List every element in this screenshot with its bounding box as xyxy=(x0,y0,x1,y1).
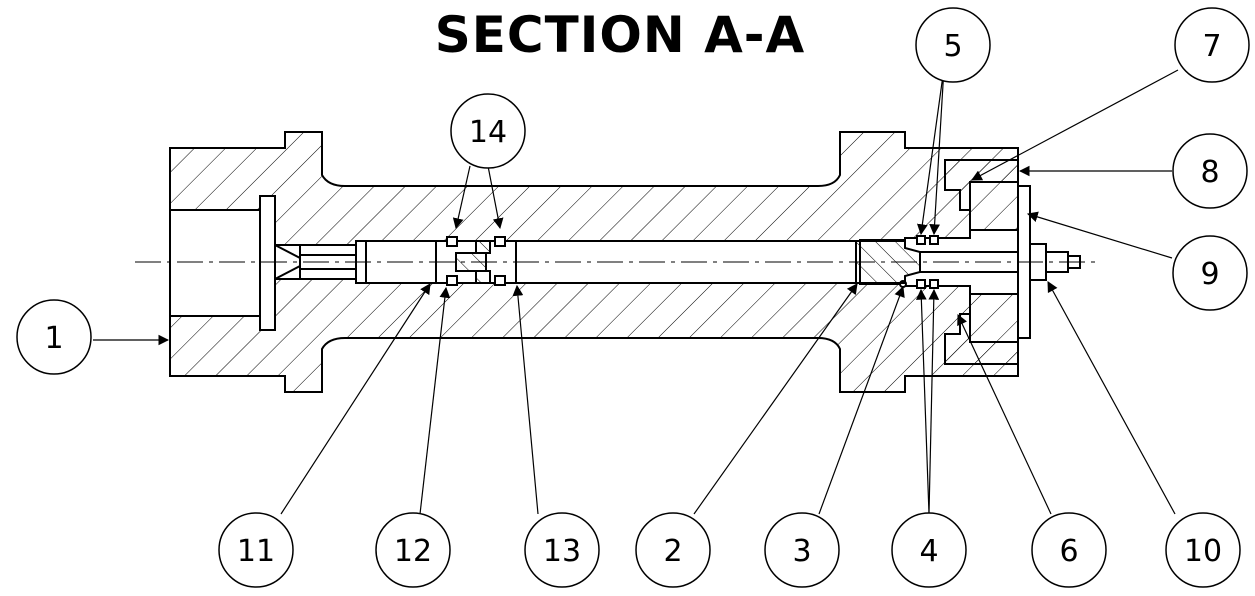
balloon-5-label: 5 xyxy=(943,29,962,64)
balloon-7: 7 xyxy=(1174,7,1250,83)
balloon-14-label: 14 xyxy=(469,115,507,150)
balloon-2: 2 xyxy=(635,512,711,588)
balloon-10: 10 xyxy=(1165,512,1241,588)
o-rings xyxy=(446,235,939,289)
balloon-6: 6 xyxy=(1031,512,1107,588)
balloon-9-label: 9 xyxy=(1200,257,1219,292)
balloon-4: 4 xyxy=(891,512,967,588)
balloon-8-label: 8 xyxy=(1200,155,1219,190)
balloon-5: 5 xyxy=(915,7,991,83)
balloon-8: 8 xyxy=(1172,133,1248,209)
balloon-11: 11 xyxy=(218,512,294,588)
balloon-3: 3 xyxy=(764,512,840,588)
balloon-2-label: 2 xyxy=(663,534,682,569)
balloon-13: 13 xyxy=(524,512,600,588)
balloon-6-label: 6 xyxy=(1059,534,1078,569)
balloon-10-label: 10 xyxy=(1184,534,1222,569)
balloon-3-label: 3 xyxy=(792,534,811,569)
leader-lines xyxy=(93,67,1179,515)
balloon-12: 12 xyxy=(375,512,451,588)
balloon-12-label: 12 xyxy=(394,534,432,569)
balloon-13-label: 13 xyxy=(543,534,581,569)
section-title: SECTION A-A xyxy=(434,6,806,64)
end-cap xyxy=(944,159,1019,365)
balloon-1-label: 1 xyxy=(44,321,63,356)
balloon-14: 14 xyxy=(450,93,526,169)
balloon-11-label: 11 xyxy=(237,534,275,569)
balloon-4-label: 4 xyxy=(919,534,938,569)
balloon-1: 1 xyxy=(16,299,92,375)
inlet-port xyxy=(169,195,301,331)
balloon-7-label: 7 xyxy=(1202,29,1221,64)
balloon-9: 9 xyxy=(1172,235,1248,311)
